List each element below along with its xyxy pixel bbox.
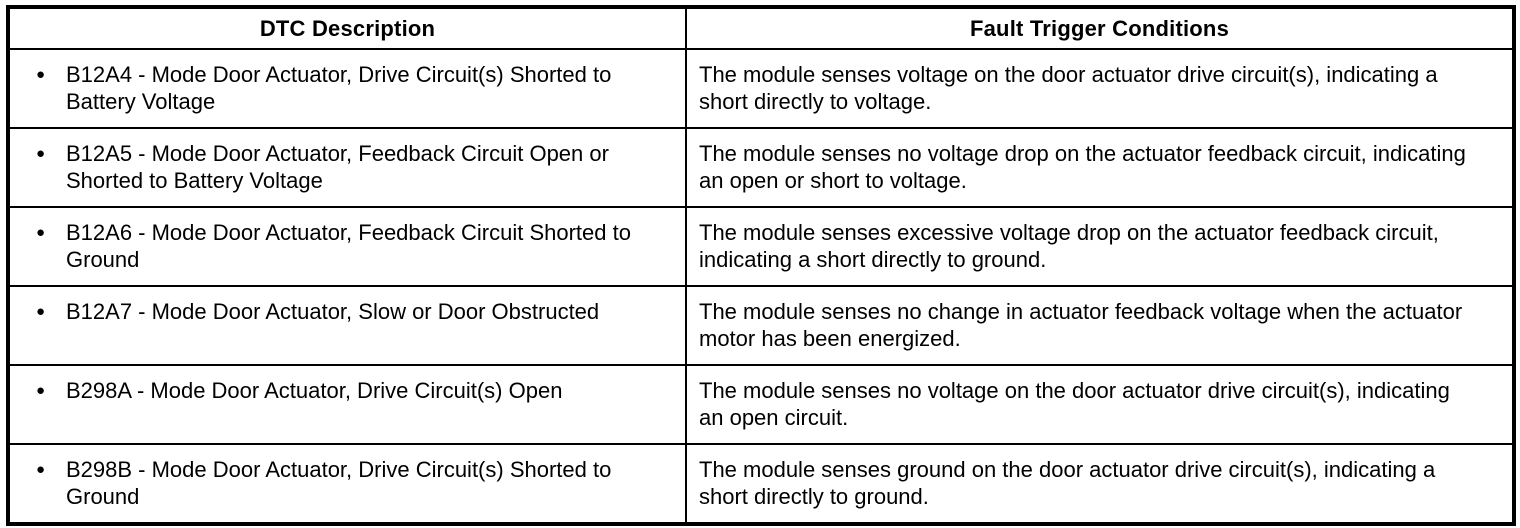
condition-cell: The module senses no voltage on the door… xyxy=(685,364,1515,445)
condition-cell: The module senses excessive voltage drop… xyxy=(685,206,1515,287)
dtc-description: B12A4 - Mode Door Actuator, Drive Circui… xyxy=(66,62,612,114)
table-row: ● B298B - Mode Door Actuator, Drive Circ… xyxy=(7,443,1515,525)
dtc-cell: ● B298B - Mode Door Actuator, Drive Circ… xyxy=(7,443,687,525)
document-page: { "table": { "headers": ["DTC Descriptio… xyxy=(0,5,1520,528)
dtc-description: B12A7 - Mode Door Actuator, Slow or Door… xyxy=(66,299,600,324)
dtc-cell: ● B12A6 - Mode Door Actuator, Feedback C… xyxy=(7,206,687,287)
dtc-description: B12A6 - Mode Door Actuator, Feedback Cir… xyxy=(66,220,631,272)
header-row: DTC Description Fault Trigger Conditions xyxy=(7,6,1515,50)
dtc-cell: ● B12A4 - Mode Door Actuator, Drive Circ… xyxy=(7,48,687,129)
table-row: ● B12A5 - Mode Door Actuator, Feedback C… xyxy=(7,127,1515,208)
dtc-cell: ● B12A7 - Mode Door Actuator, Slow or Do… xyxy=(7,285,687,366)
condition-cell: The module senses no change in actuator … xyxy=(685,285,1515,366)
condition-cell: The module senses no voltage drop on the… xyxy=(685,127,1515,208)
dtc-fault-table: DTC Description Fault Trigger Conditions… xyxy=(6,5,1516,526)
bullet-icon: ● xyxy=(36,145,46,162)
dtc-description: B298A - Mode Door Actuator, Drive Circui… xyxy=(66,378,563,403)
dtc-table-container: DTC Description Fault Trigger Conditions… xyxy=(6,5,1516,526)
bullet-icon: ● xyxy=(36,303,46,320)
bullet-icon: ● xyxy=(36,461,46,478)
dtc-description: B298B - Mode Door Actuator, Drive Circui… xyxy=(66,457,612,509)
table-row: ● B12A6 - Mode Door Actuator, Feedback C… xyxy=(7,206,1515,287)
column-header-dtc-description: DTC Description xyxy=(7,6,687,50)
table-row: ● B12A4 - Mode Door Actuator, Drive Circ… xyxy=(7,48,1515,129)
dtc-cell: ● B298A - Mode Door Actuator, Drive Circ… xyxy=(7,364,687,445)
condition-cell: The module senses ground on the door act… xyxy=(685,443,1515,525)
table-row: ● B298A - Mode Door Actuator, Drive Circ… xyxy=(7,364,1515,445)
table-row: ● B12A7 - Mode Door Actuator, Slow or Do… xyxy=(7,285,1515,366)
condition-cell: The module senses voltage on the door ac… xyxy=(685,48,1515,129)
bullet-icon: ● xyxy=(36,66,46,83)
column-header-fault-trigger-conditions: Fault Trigger Conditions xyxy=(685,6,1515,50)
bullet-icon: ● xyxy=(36,382,46,399)
bullet-icon: ● xyxy=(36,224,46,241)
dtc-cell: ● B12A5 - Mode Door Actuator, Feedback C… xyxy=(7,127,687,208)
dtc-description: B12A5 - Mode Door Actuator, Feedback Cir… xyxy=(66,141,609,193)
